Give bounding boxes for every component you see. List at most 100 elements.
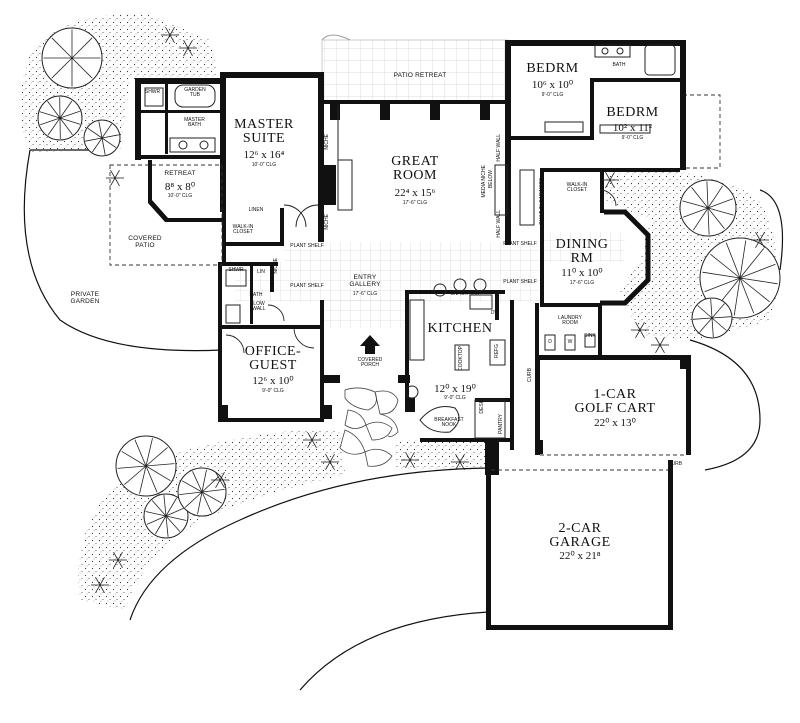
- office-guest-label: OFFICE- GUEST: [244, 344, 302, 373]
- shrub-icon: [601, 172, 619, 188]
- entry-gallery-label: ENTRY GALLERY: [349, 274, 381, 288]
- shrub-icon: [303, 432, 321, 448]
- fixtures: [144, 44, 676, 439]
- great-room-clg: 17'-6" CLG: [402, 200, 428, 206]
- plant-shelf-label-2: PLANT SHELF: [290, 283, 324, 289]
- shrub-icon: [321, 454, 339, 470]
- half-wall-label-2: HALF WALL: [496, 210, 502, 238]
- tree-icon: [41, 27, 103, 89]
- dw-label: DW: [490, 310, 500, 316]
- walls: [135, 40, 691, 630]
- guest-bath-label: BATH: [249, 292, 263, 298]
- dashed-outlines: [109, 94, 721, 471]
- trees: [37, 27, 781, 593]
- porch-flagstones: [339, 387, 399, 467]
- dryer-label: D: [548, 339, 552, 345]
- garage-dims: 22⁰ x 21⁸: [559, 550, 601, 562]
- master-suite-clg: 10'-0" CLG: [251, 162, 277, 168]
- master-closet-label: WALK-IN CLOSET: [232, 224, 254, 235]
- niche-label-3: NICHE: [273, 258, 279, 274]
- patio-retreat-label: PATIO RETREAT: [393, 72, 447, 79]
- golf-cart-label: 1-CAR GOLF CART: [574, 387, 656, 416]
- tree-icon: [115, 435, 177, 497]
- guest-shwr-label: SHWR: [228, 267, 244, 273]
- niche-label-1: NICHE: [324, 134, 330, 150]
- bedrm-bath-label: BATH: [612, 62, 626, 68]
- door-swings: [225, 189, 617, 354]
- bedrm-2-clg: 9'-0" CLG: [621, 135, 644, 141]
- refg-label: REFG: [494, 344, 500, 358]
- master-bath-label: MASTER BATH: [184, 117, 205, 128]
- cooktop-label: COOKTOP: [458, 346, 464, 371]
- tree-icon: [143, 493, 189, 539]
- plant-shelf-label-4: PLANT SHELF: [503, 279, 537, 285]
- great-room-dims: 22⁴ x 15⁶: [394, 187, 436, 199]
- great-room-label: GREAT ROOM: [391, 154, 439, 183]
- dining-label: DINING RM: [555, 237, 609, 266]
- covered-porch-label: COVERED PORCH: [357, 357, 383, 368]
- tree-icon: [679, 179, 737, 237]
- plant-shelf-label-1: PLANT SHELF: [290, 243, 324, 249]
- tree-icon: [177, 467, 227, 517]
- bedrm-1-label: BEDRM: [526, 61, 579, 76]
- built-in-cabinets-label: BUILT-IN CABINETS: [539, 178, 545, 225]
- pantry-label: PANTRY: [498, 414, 504, 434]
- kitchen-clg: 9'-0" CLG: [444, 395, 466, 401]
- shrub-icon: [211, 472, 229, 488]
- bedrm-2-label: BEDRM: [606, 105, 659, 120]
- snack-bar-label: SNACK BAR: [450, 291, 480, 297]
- kitchen-dims: 12⁰ x 19⁰: [434, 383, 476, 395]
- master-suite-dims: 12⁶ x 16⁴: [243, 149, 285, 161]
- bedrm-2-dims: 10² x 11²: [612, 122, 653, 134]
- shrub-icon: [161, 27, 179, 43]
- plant-shelf-label-3: PLANT SHELF: [503, 241, 537, 247]
- tree-icon: [691, 297, 733, 339]
- bedrm-1-clg: 9'-0" CLG: [541, 92, 564, 98]
- shrub-icon: [631, 322, 649, 338]
- linen-label: LINEN: [248, 207, 264, 213]
- shrub-icon: [751, 232, 769, 248]
- media-niche-label: MEDIA NICHE: [481, 165, 487, 198]
- below-label: BELOW: [488, 170, 494, 189]
- lin-label: LIN: [257, 269, 265, 275]
- shrub-icon: [91, 577, 109, 593]
- tree-icon: [83, 119, 121, 157]
- garden-tub-label: GARDEN TUB: [184, 87, 206, 98]
- shrub-icon: [451, 454, 469, 470]
- shrub-icon: [401, 452, 419, 468]
- retreat-dims: 8⁸ x 8⁰: [164, 181, 196, 193]
- shrub-icon: [109, 552, 127, 568]
- covered-patio-label: COVERED PATIO: [128, 235, 162, 249]
- curb-label-1: CURB: [527, 368, 533, 383]
- garage-label: 2-CAR GARAGE: [549, 521, 611, 550]
- shrub-icon: [106, 170, 124, 186]
- master-suite-label: MASTER SUITE: [234, 117, 294, 146]
- shrub-icon: [651, 337, 669, 353]
- half-wall-label-1: HALF WALL: [496, 134, 502, 162]
- washer-label: W: [567, 339, 573, 345]
- retreat-label: RETREAT: [164, 170, 196, 177]
- bedrm-1-dims: 10⁶ x 10⁰: [531, 79, 574, 91]
- dining-clg: 17'-6" CLG: [569, 280, 595, 286]
- niche-label-2: NICHE: [324, 214, 330, 230]
- dining-dims: 11⁰ x 10⁰: [561, 267, 603, 279]
- laundry-room-label: LAUNDRY ROOM: [558, 315, 582, 326]
- low-wall-label: LOW WALL: [252, 301, 266, 312]
- master-shwr-label: SHWR: [144, 89, 161, 95]
- entry-arrow-icon: [360, 335, 380, 354]
- breakfast-nook-label: BREAKFAST NOOK: [434, 417, 464, 428]
- curb-label-2: CURB: [667, 461, 683, 467]
- desk-label: DESK: [479, 400, 485, 414]
- shrub-icon: [179, 40, 197, 56]
- office-guest-dims: 12⁶ x 10⁰: [252, 375, 294, 387]
- garden-outline: [23, 149, 784, 691]
- tree-icon: [37, 95, 83, 141]
- private-garden-label: PRIVATE GARDEN: [70, 291, 100, 305]
- bedrm-closet-label: WALK-IN CLOSET: [566, 182, 588, 193]
- kitchen-label: KITCHEN: [427, 321, 493, 336]
- sink-label: SINK: [584, 333, 596, 339]
- entry-gallery-clg: 17'-6" CLG: [352, 291, 378, 297]
- tree-icon: [699, 237, 781, 319]
- golf-cart-dims: 22⁰ x 13⁰: [594, 417, 636, 429]
